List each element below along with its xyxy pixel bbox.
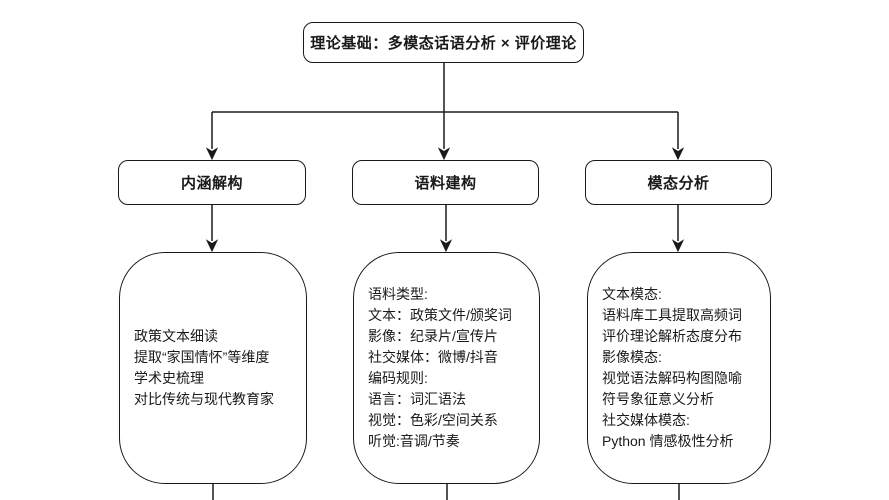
detail-line: 文本：政策文件/颁奖词 — [368, 307, 512, 323]
detail-line: 语言：词汇语法 — [368, 391, 466, 407]
node-corpus-construction[interactable]: 语料建构 — [352, 160, 539, 205]
node-theory-foundation[interactable]: 理论基础：多模态话语分析 × 评价理论 — [303, 22, 584, 63]
detail-line: 社交媒体模态: — [602, 412, 690, 428]
node-connotation-deconstruction[interactable]: 内涵解构 — [118, 160, 306, 205]
detail-line: 视觉语法解码构图隐喻 — [602, 370, 742, 386]
detail-line: 学术史梳理 — [134, 370, 204, 386]
detail-line: 政策文本细读 — [134, 328, 218, 344]
node-modality-details[interactable]: 文本模态: 语料库工具提取高频词 评价理论解析态度分布 影像模态: 视觉语法解码… — [587, 252, 771, 484]
detail-line: 编码规则: — [368, 370, 428, 386]
detail-line: 对比传统与现代教育家 — [134, 391, 274, 407]
detail-line: 提取“家国情怀”等维度 — [134, 349, 270, 365]
arrow-to-mid-2 — [671, 112, 685, 161]
detail-line: 影像：纪录片/宣传片 — [368, 328, 498, 344]
arrow-to-mid-1 — [437, 112, 451, 161]
node-label: 内涵解构 — [180, 175, 243, 192]
detail-line: 视觉：色彩/空间关系 — [368, 412, 498, 428]
detail-line: Python 情感极性分析 — [602, 433, 734, 449]
node-label: 理论基础：多模态话语分析 × 评价理论 — [310, 35, 577, 52]
detail-line: 符号象征意义分析 — [602, 391, 714, 407]
detail-line: 影像模态: — [602, 349, 662, 365]
arrow-to-mid-0 — [205, 112, 219, 161]
detail-line: 听觉:音调/节奏 — [368, 433, 460, 449]
detail-line: 语料类型: — [368, 286, 428, 302]
node-label: 语料建构 — [414, 175, 477, 192]
arrow-to-bottom-1 — [439, 205, 453, 253]
node-label: 模态分析 — [647, 175, 710, 192]
node-connotation-details[interactable]: 政策文本细读 提取“家国情怀”等维度 学术史梳理 对比传统与现代教育家 — [119, 252, 307, 484]
arrow-to-bottom-2 — [671, 205, 685, 253]
node-corpus-details[interactable]: 语料类型: 文本：政策文件/颁奖词 影像：纪录片/宣传片 社交媒体：微博/抖音 … — [353, 252, 540, 484]
detail-line: 社交媒体：微博/抖音 — [368, 349, 498, 365]
node-modality-analysis[interactable]: 模态分析 — [585, 160, 772, 205]
detail-line: 语料库工具提取高频词 — [602, 307, 742, 323]
arrow-to-bottom-0 — [205, 205, 219, 253]
detail-line: 评价理论解析态度分布 — [602, 328, 742, 344]
detail-line: 文本模态: — [602, 286, 662, 302]
